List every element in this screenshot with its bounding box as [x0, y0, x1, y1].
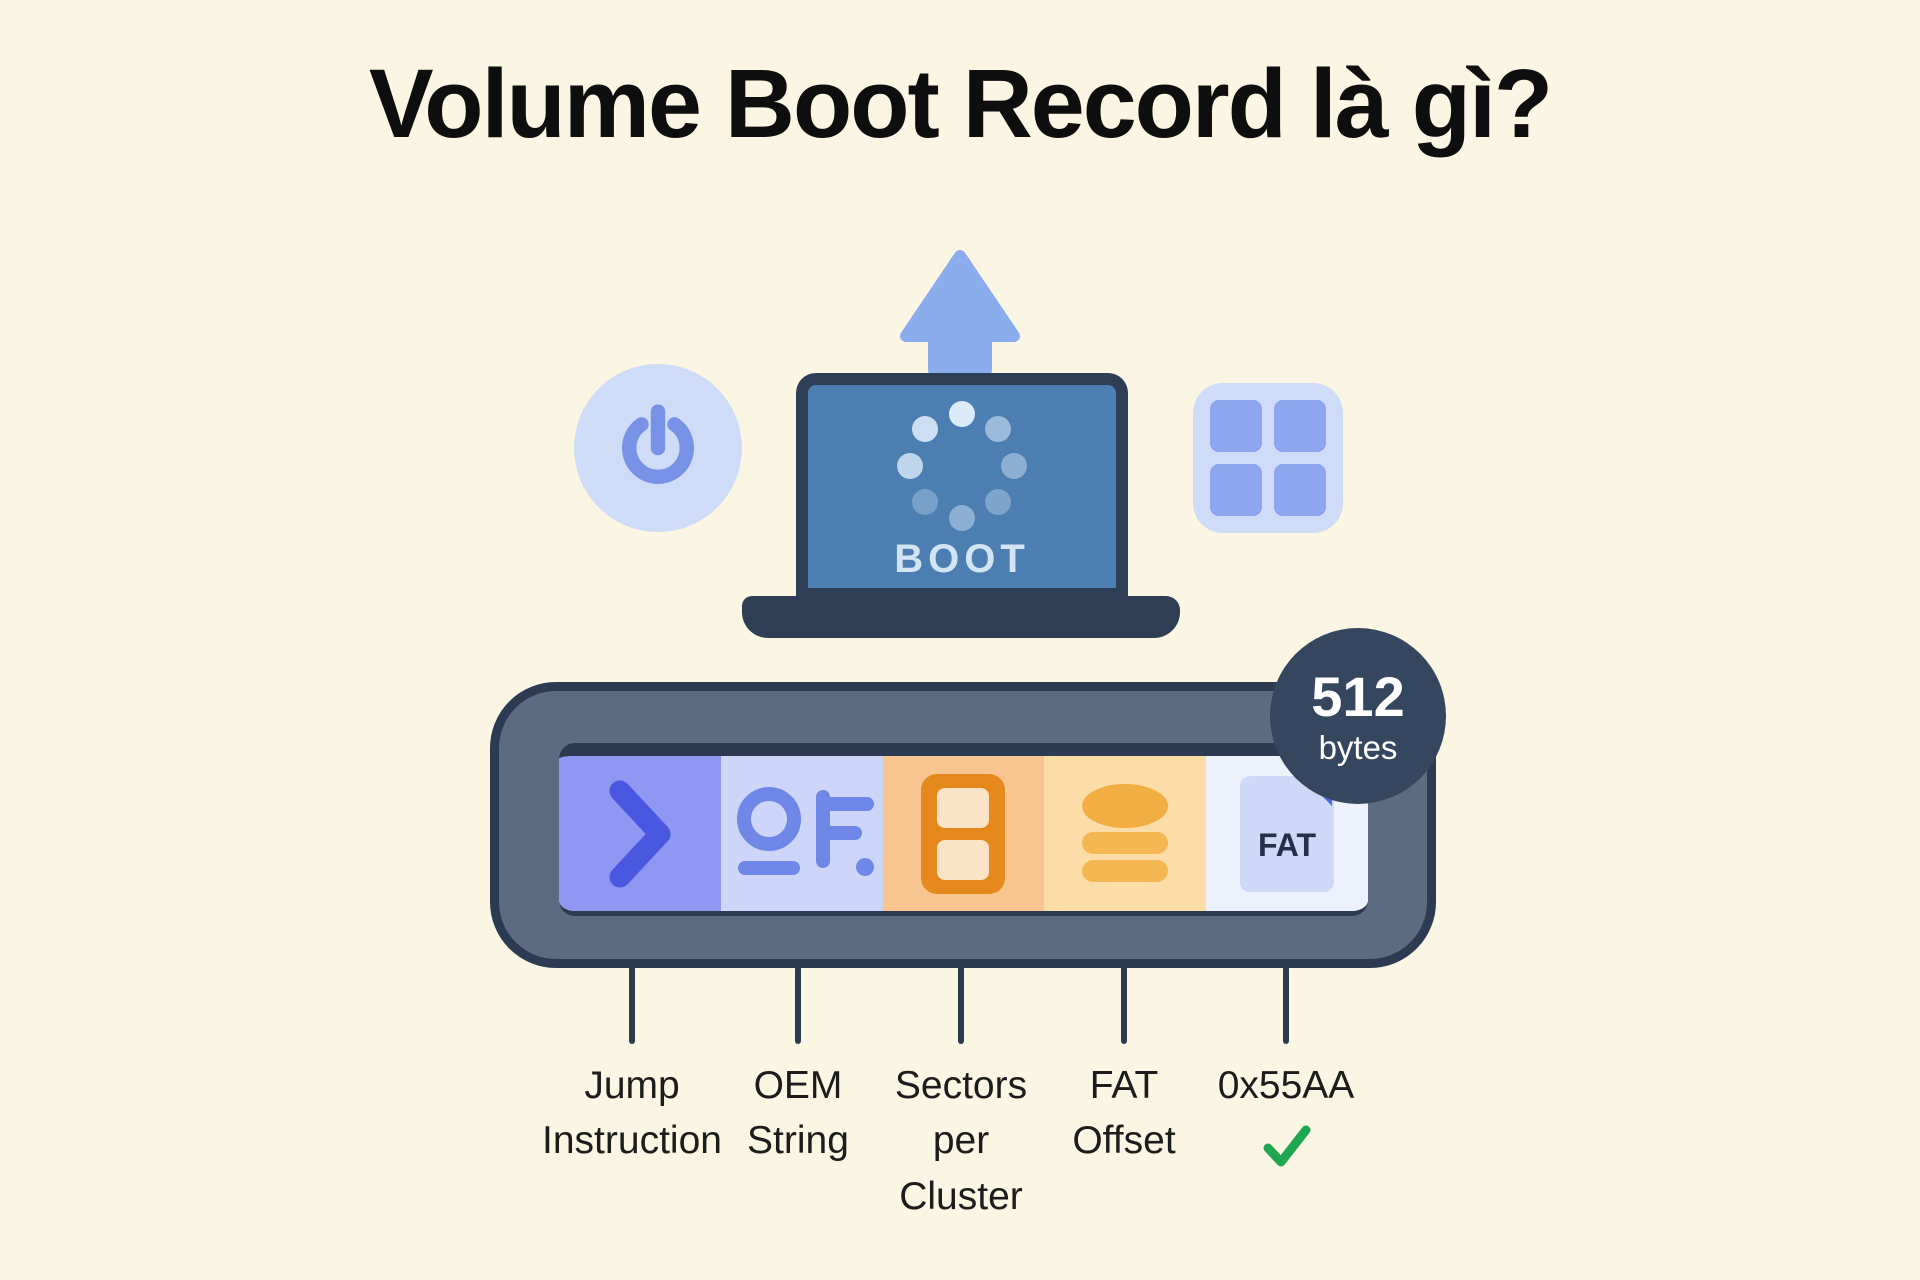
- boot-label: BOOT: [894, 537, 1030, 581]
- loading-spinner-icon: [897, 401, 1027, 531]
- label-oem-string: OEM String: [747, 1064, 849, 1163]
- vbr-fields-strip: FAT: [559, 743, 1368, 916]
- oem-string-icon: [736, 786, 874, 876]
- arrow-up-icon: [900, 250, 1020, 376]
- segment-jump-instruction: [559, 756, 721, 911]
- tick-line: [1121, 966, 1127, 1044]
- laptop-base: [742, 596, 1180, 638]
- fat-file-label: FAT: [1258, 827, 1317, 863]
- tick-line: [958, 966, 964, 1044]
- badge-unit: bytes: [1318, 728, 1398, 766]
- chevron-right-icon: [609, 780, 671, 887]
- sector-blocks-icon: [921, 773, 1006, 894]
- app-grid-icon: [1193, 383, 1343, 533]
- label-fat-offset: FAT Offset: [1072, 1064, 1176, 1163]
- tick-line: [1283, 966, 1289, 1044]
- segment-oem-string: [720, 756, 883, 911]
- check-icon: [1263, 1125, 1311, 1167]
- tick-line: [795, 966, 801, 1044]
- laptop-screen: BOOT: [796, 373, 1128, 600]
- label-jump-instruction: Jump Instruction: [542, 1064, 722, 1163]
- label-sectors-per-cluster: Sectors per Cluster: [894, 1064, 1028, 1218]
- page-title: Volume Boot Record là gì?: [368, 49, 1553, 158]
- database-stack-icon: [1082, 783, 1169, 882]
- power-glyph: [622, 404, 694, 484]
- tick-line: [629, 966, 635, 1044]
- size-badge: 512 bytes: [1270, 628, 1446, 804]
- segment-sectors-per-cluster: [882, 756, 1045, 911]
- power-icon: [574, 364, 742, 532]
- label-signature: 0x55AA: [1146, 1058, 1426, 1185]
- badge-value: 512: [1311, 664, 1405, 728]
- segment-fat-offset: [1044, 756, 1207, 911]
